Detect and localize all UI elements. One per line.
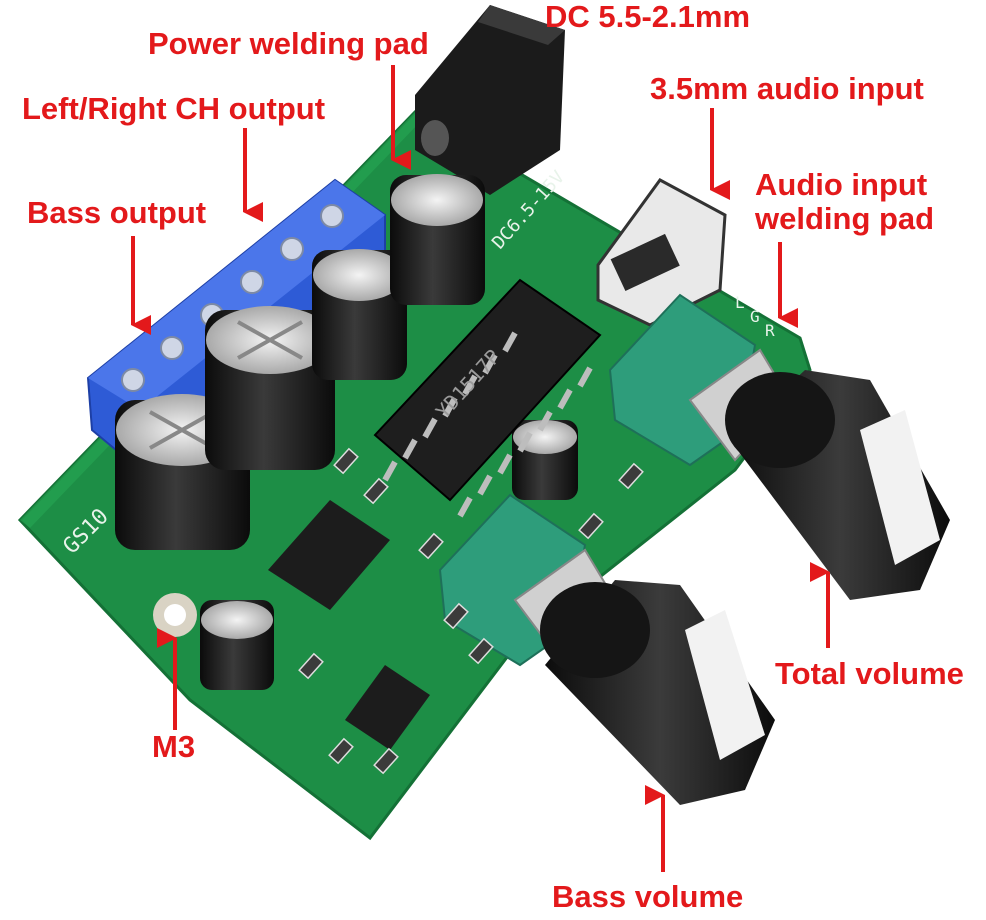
knob-bass-volume — [540, 580, 775, 805]
label-audio-pad: Audio input welding pad — [755, 167, 935, 236]
capacitor-small-bottom — [200, 600, 274, 690]
pad-r-silk: R — [765, 321, 775, 340]
smd-chip-small — [345, 665, 430, 750]
capacitor-medium — [312, 249, 407, 380]
capacitor-small-center — [512, 420, 578, 500]
label-power-pad: Power welding pad — [148, 26, 429, 61]
label-lr-output: Left/Right CH output — [22, 91, 326, 126]
pad-l-silk: L — [735, 293, 745, 312]
audio-jack — [596, 178, 727, 327]
label-audio-jack: 3.5mm audio input — [650, 71, 924, 106]
label-total-volume: Total volume — [775, 656, 964, 691]
pad-g-silk: G — [750, 307, 760, 326]
knob-total-volume — [725, 370, 950, 600]
smd-resistors — [298, 447, 644, 775]
annotation-arrows — [131, 65, 830, 872]
smd-chip — [268, 500, 390, 610]
dc-jack — [415, 5, 565, 195]
label-m3: M3 — [152, 729, 196, 764]
label-bass-output: Bass output — [27, 195, 207, 230]
label-bass-volume: Bass volume — [552, 879, 744, 914]
capacitor-large-center — [205, 306, 335, 470]
label-dc-jack: DC 5.5-2.1mm — [545, 0, 751, 34]
capacitor-top — [390, 174, 485, 305]
amplifier-chip: YD1517P — [373, 278, 602, 518]
m3-mounting-hole — [153, 593, 197, 637]
